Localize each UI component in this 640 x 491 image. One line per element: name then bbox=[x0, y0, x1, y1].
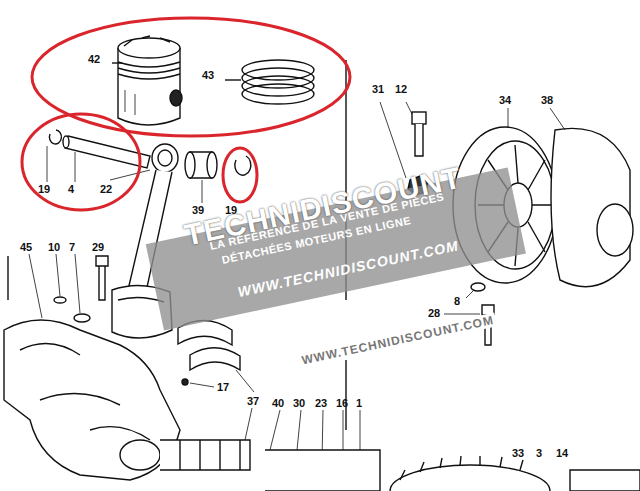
highlight-ellipse: 42 43 bbox=[30, 16, 352, 138]
callout-number: 37 bbox=[247, 396, 259, 407]
callout-number: 39 bbox=[192, 205, 204, 216]
callout-number: 42 bbox=[88, 54, 100, 65]
callout-number: 31 bbox=[372, 84, 384, 95]
ellipse-outline bbox=[221, 146, 259, 204]
callout-number: 4 bbox=[68, 184, 74, 195]
callout-number: 17 bbox=[217, 382, 229, 393]
callout-number: 10 bbox=[48, 242, 60, 253]
callout-number: 16 bbox=[336, 398, 348, 409]
highlight-ellipse: 19 4 22 bbox=[20, 112, 142, 212]
callout-number: 43 bbox=[202, 70, 214, 81]
highlight-ellipse: 19 bbox=[221, 146, 259, 204]
callout-number: 7 bbox=[69, 242, 75, 253]
callout-number: 23 bbox=[315, 398, 327, 409]
callout-number: 28 bbox=[428, 308, 440, 319]
callout-number: 38 bbox=[541, 95, 553, 106]
ellipse-outline bbox=[30, 16, 352, 138]
callout-number: 34 bbox=[499, 95, 511, 106]
callout-number: 30 bbox=[293, 398, 305, 409]
callout-number: 33 bbox=[512, 448, 524, 459]
callout-number: 40 bbox=[272, 398, 284, 409]
callout-number: 22 bbox=[100, 184, 112, 195]
callout-number: 19 bbox=[38, 184, 50, 195]
callout-number: 14 bbox=[556, 448, 568, 459]
callout-number: 45 bbox=[20, 242, 32, 253]
callout-number: 12 bbox=[395, 84, 407, 95]
watermark-text: WWW.TECHNIDISCOUNT.COM bbox=[299, 313, 498, 368]
ellipse-outline bbox=[20, 112, 142, 212]
callout-number: 3 bbox=[536, 448, 542, 459]
callout-number: 29 bbox=[92, 242, 104, 253]
callout-number: 8 bbox=[454, 296, 460, 307]
callout-number: 1 bbox=[356, 398, 362, 409]
